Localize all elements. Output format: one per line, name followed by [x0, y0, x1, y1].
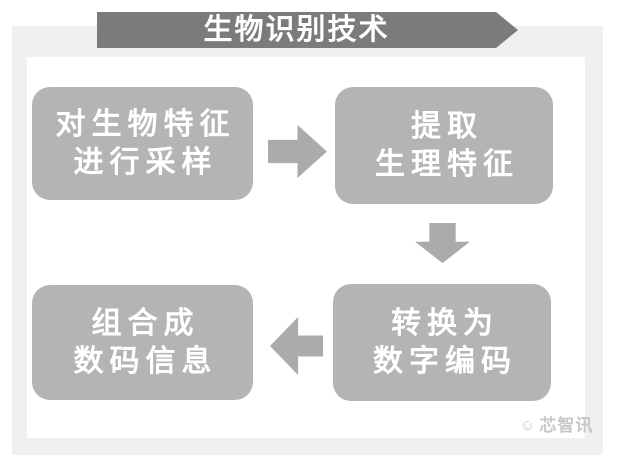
watermark-text: 芯智讯: [539, 416, 594, 435]
flow-box-extract-line1: 提取: [411, 109, 483, 143]
flow-box-extract-line2: 生理特征: [375, 147, 519, 181]
flow-box-convert: 转换为 数字编码: [333, 284, 551, 401]
smiley-logo-icon: ☺: [520, 417, 536, 434]
watermark: ☺ 芯智讯: [520, 417, 593, 434]
diagram-title: 生物识别技术: [203, 13, 390, 46]
flow-box-sampling-line2: 进行采样: [73, 145, 218, 179]
flow-box-convert-line2: 数字编码: [373, 344, 517, 378]
flow-box-combine-line1: 组合成: [91, 306, 200, 340]
flow-box-convert-line1: 转换为: [391, 306, 499, 340]
title-banner: 生物识别技术: [97, 12, 518, 48]
flow-box-combine: 组合成 数码信息: [32, 285, 253, 400]
flow-box-sampling-line1: 对生物特征: [55, 107, 236, 141]
flow-box-extract: 提取 生理特征: [335, 87, 553, 204]
flow-box-combine-line2: 数码信息: [73, 344, 218, 378]
flow-box-sampling: 对生物特征 进行采样: [32, 87, 253, 200]
